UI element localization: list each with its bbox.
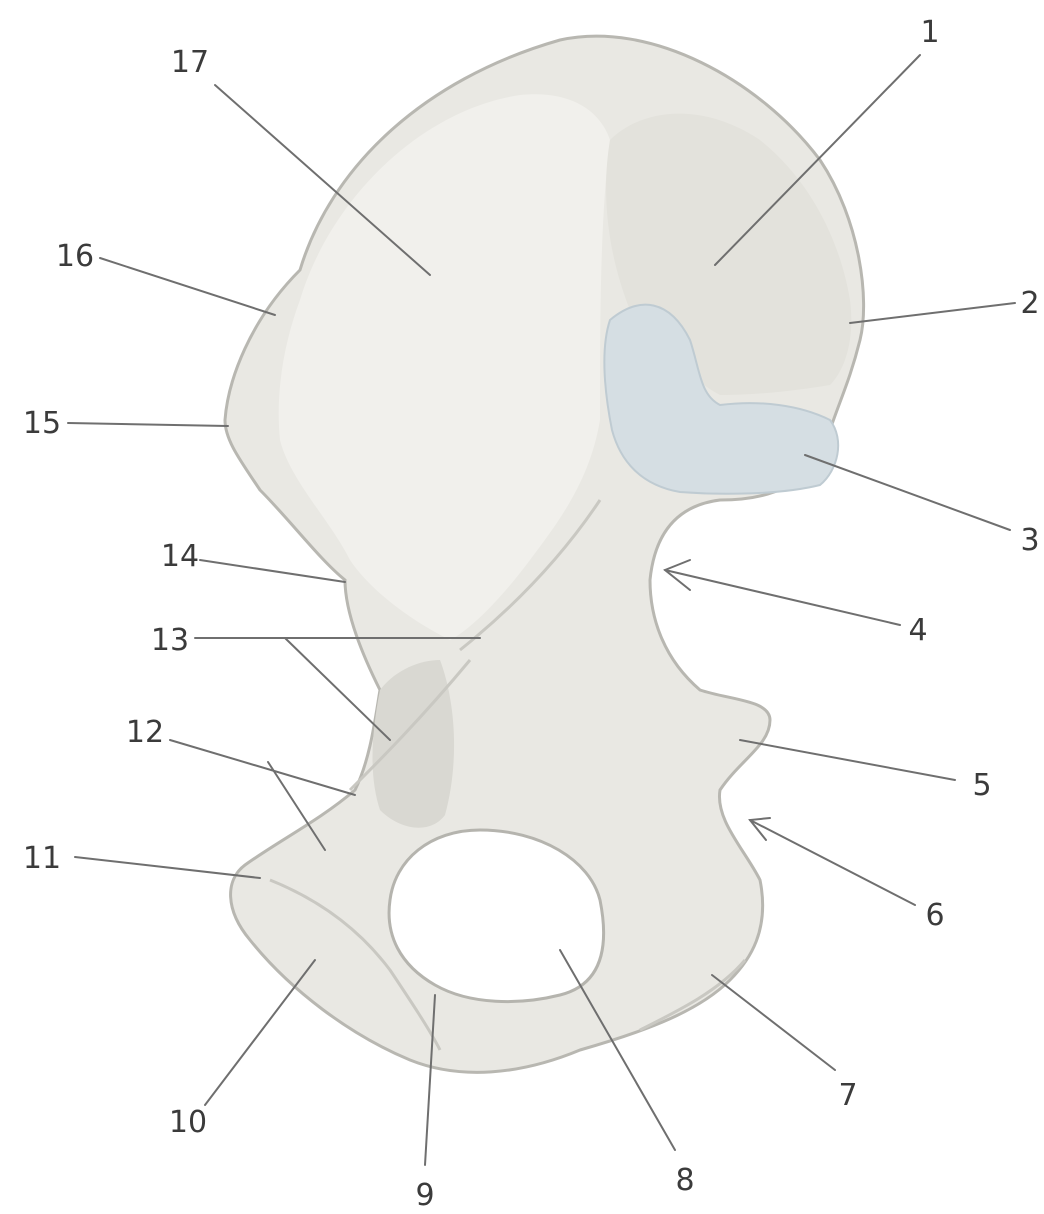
leader-2 xyxy=(850,303,1015,323)
leader-4 xyxy=(665,570,900,625)
label-7: 7 xyxy=(838,1078,857,1113)
label-17: 17 xyxy=(171,45,209,80)
label-1: 1 xyxy=(920,15,939,50)
leader-7 xyxy=(712,975,835,1070)
label-15: 15 xyxy=(23,406,61,441)
label-16: 16 xyxy=(56,239,94,274)
label-8: 8 xyxy=(675,1163,694,1198)
label-13: 13 xyxy=(151,623,189,658)
leader-15 xyxy=(68,423,228,426)
leader-11 xyxy=(75,857,260,878)
label-10: 10 xyxy=(169,1105,207,1140)
label-9: 9 xyxy=(415,1178,434,1213)
leader-10 xyxy=(205,960,315,1105)
label-11: 11 xyxy=(23,841,61,876)
label-14: 14 xyxy=(161,539,199,574)
leader-3 xyxy=(805,455,1010,530)
leader-16 xyxy=(100,258,275,315)
hip-bone-illustration xyxy=(225,36,864,1072)
label-5: 5 xyxy=(972,768,991,803)
acetabulum-shade xyxy=(373,660,455,828)
leader-14 xyxy=(200,560,345,582)
leader-5 xyxy=(740,740,955,780)
label-2: 2 xyxy=(1020,286,1039,321)
label-4: 4 xyxy=(908,613,927,648)
label-12: 12 xyxy=(126,715,164,750)
leader-6 xyxy=(750,820,915,905)
label-6: 6 xyxy=(925,898,944,933)
label-3: 3 xyxy=(1020,523,1039,558)
leader-12 xyxy=(170,740,355,795)
